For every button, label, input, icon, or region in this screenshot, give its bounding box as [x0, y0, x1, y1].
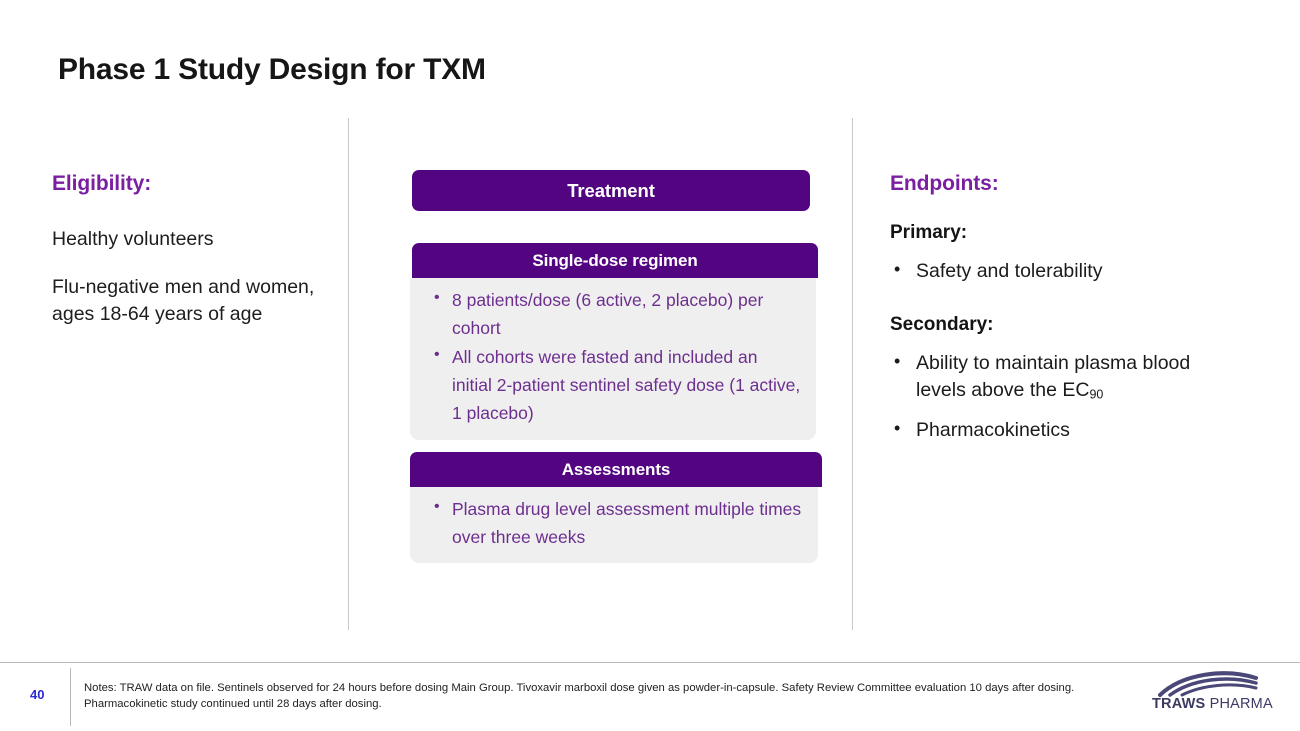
bullet-subscript: 90: [1089, 388, 1104, 403]
eligibility-paragraph: Flu-negative men and women, ages 18-64 y…: [52, 275, 315, 325]
single-dose-regimen-header: Single-dose regimen: [412, 243, 818, 278]
page-title: Phase 1 Study Design for TXM: [58, 53, 486, 86]
column-divider-left: [348, 118, 349, 630]
page-number: 40: [30, 687, 45, 702]
eligibility-column: Eligibility: Healthy volunteers Flu-nega…: [52, 172, 332, 328]
single-dose-regimen-body: 8 patients/dose (6 active, 2 placebo) pe…: [410, 278, 816, 440]
logo-name-light: PHARMA: [1205, 696, 1273, 712]
logo-swoosh-icon: [1158, 671, 1258, 697]
footer-divider: [0, 662, 1300, 663]
endpoints-column: Endpoints: Primary: Safety and tolerabil…: [890, 172, 1240, 457]
primary-endpoints-label: Primary:: [890, 222, 968, 243]
column-divider-right: [852, 118, 853, 630]
footnotes: Notes: TRAW data on file. Sentinels obse…: [84, 682, 1075, 711]
eligibility-heading: Eligibility:: [52, 172, 152, 195]
endpoints-heading: Endpoints:: [890, 172, 999, 195]
assessments-group: Assessments Plasma drug level assessment…: [410, 451, 822, 564]
traws-pharma-logo: TRAWS PHARMA: [1152, 668, 1282, 720]
list-item: Ability to maintain plasma blood levels …: [890, 349, 1240, 405]
single-dose-regimen-group: Single-dose regimen 8 patients/dose (6 a…: [410, 243, 822, 440]
list-item: 8 patients/dose (6 active, 2 placebo) pe…: [424, 285, 802, 343]
list-item: Safety and tolerability: [890, 257, 1240, 286]
list-item: Pharmacokinetics: [890, 416, 1240, 445]
logo-wordmark: TRAWS PHARMA: [1152, 696, 1282, 712]
treatment-banner: Treatment: [412, 170, 810, 211]
assessments-body: Plasma drug level assessment multiple ti…: [410, 486, 818, 564]
list-item: Plasma drug level assessment multiple ti…: [424, 494, 804, 552]
secondary-endpoints-label: Secondary:: [890, 313, 994, 335]
treatment-column: Treatment Single-dose regimen 8 patients…: [410, 170, 822, 575]
logo-name-bold: TRAWS: [1152, 696, 1206, 712]
bullet-text: Pharmacokinetics: [916, 419, 1070, 442]
list-item: All cohorts were fasted and included an …: [424, 342, 802, 428]
eligibility-paragraph: Healthy volunteers: [52, 228, 214, 250]
assessments-header: Assessments: [410, 451, 822, 487]
footer-vertical-separator: [70, 668, 71, 726]
bullet-text: Ability to maintain plasma blood levels …: [916, 351, 1191, 402]
